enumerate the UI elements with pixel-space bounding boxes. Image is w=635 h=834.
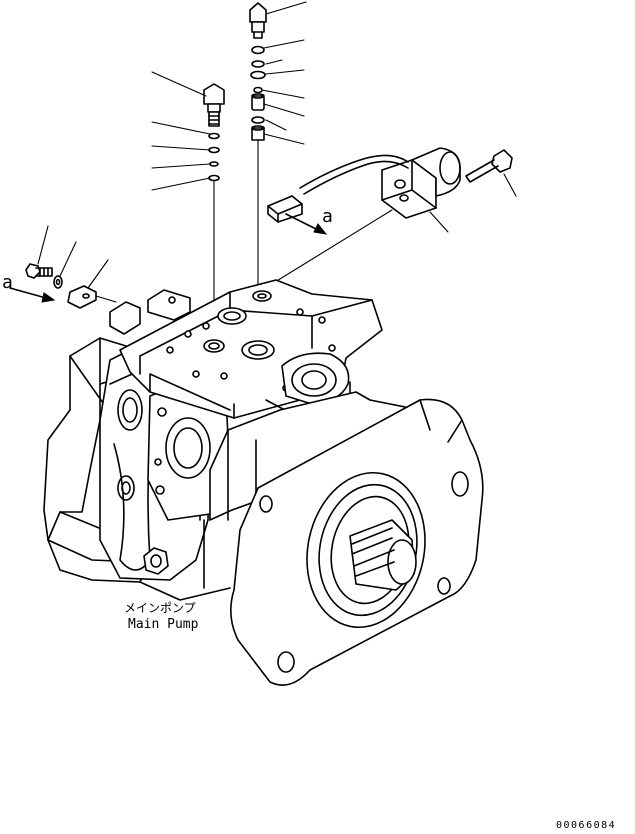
figure-id: 00066084 xyxy=(556,820,616,831)
view-label-a-left: a xyxy=(2,272,13,293)
center-stack-leaders xyxy=(261,1,307,145)
center-parts-stack xyxy=(249,2,267,297)
main-pump-label-en: Main Pump xyxy=(128,617,199,632)
view-arrow-right: a xyxy=(285,206,333,235)
left-small-parts: a xyxy=(2,225,117,309)
main-pump-body xyxy=(43,279,484,686)
left-parts-stack xyxy=(151,71,225,341)
view-label-a-right: a xyxy=(322,206,333,227)
solenoid-valve-assembly xyxy=(261,147,517,291)
main-pump-label-jp: メインポンプ xyxy=(124,601,196,615)
